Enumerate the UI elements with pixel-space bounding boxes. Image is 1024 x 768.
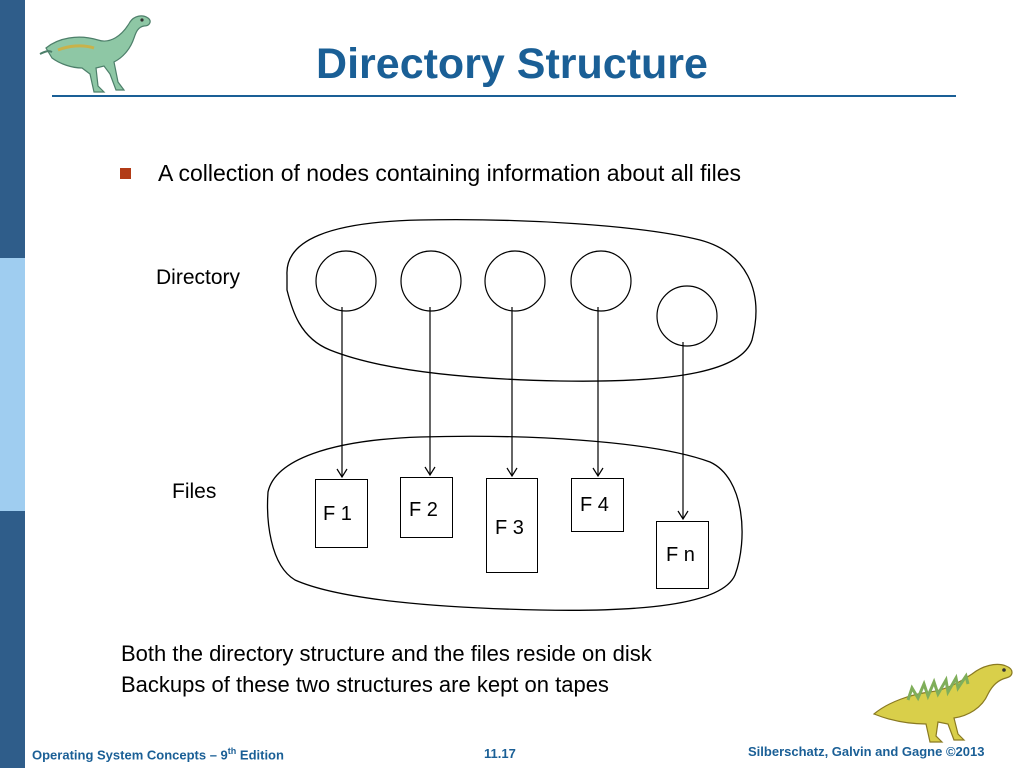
directory-enclosure	[286, 219, 757, 382]
dinosaur-logo-bottom-right	[872, 663, 1013, 743]
files-label: Files	[172, 480, 217, 503]
file-box-fn: F n	[656, 521, 709, 589]
file-label-f1: F 1	[323, 503, 352, 525]
title-underline	[52, 95, 956, 97]
bullet-text: A collection of nodes containing informa…	[158, 160, 742, 186]
directory-label: Directory	[156, 266, 241, 289]
file-label-f4: F 4	[580, 494, 609, 516]
sidebar-stripe-middle	[0, 258, 25, 511]
file-label-fn: F n	[666, 544, 695, 566]
files-enclosure	[266, 435, 743, 611]
slide-title: Directory Structure	[316, 40, 708, 88]
footer-copyright: Silberschatz, Galvin and Gagne ©2013	[748, 744, 985, 759]
footer-book-prefix: Operating System Concepts – 9	[32, 747, 228, 763]
sidebar-stripe-top	[0, 0, 25, 258]
footer-page-number: 11.17	[484, 746, 516, 761]
directory-node-n	[656, 285, 718, 347]
footer-book-title: Operating System Concepts – 9th Edition	[32, 746, 284, 762]
note-line-2: Backups of these two structures are kept…	[121, 672, 609, 697]
note-line-1: Both the directory structure and the fil…	[121, 641, 652, 666]
file-label-f2: F 2	[409, 499, 438, 521]
directory-node-3	[484, 250, 546, 312]
dinosaur-logo-top-left	[39, 15, 151, 93]
file-box-f4: F 4	[571, 478, 624, 532]
footer-book-sup: th	[227, 746, 237, 756]
directory-node-4	[570, 250, 632, 312]
bullet-marker	[120, 168, 131, 179]
footer-book-suffix: Edition	[236, 747, 284, 763]
sidebar-stripe-bottom	[0, 511, 25, 768]
file-box-f2: F 2	[400, 477, 453, 538]
file-box-f3: F 3	[486, 478, 538, 573]
file-label-f3: F 3	[495, 517, 524, 539]
file-box-f1: F 1	[315, 479, 368, 548]
directory-node-1	[315, 250, 377, 312]
directory-node-2	[400, 250, 462, 312]
